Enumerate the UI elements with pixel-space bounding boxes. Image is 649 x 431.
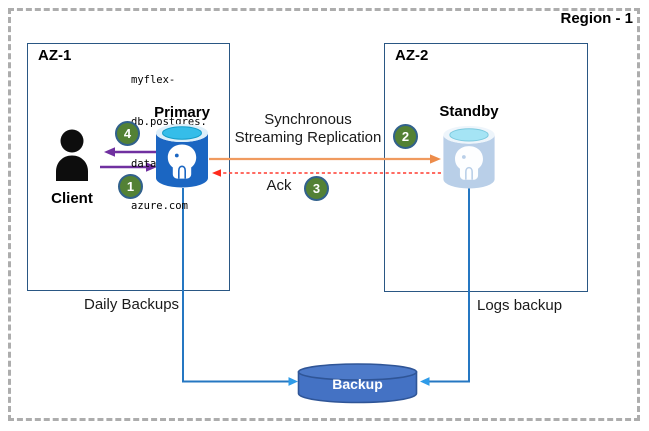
client-icon bbox=[56, 129, 88, 181]
ack-label: Ack bbox=[266, 177, 292, 194]
backup-label: Backup bbox=[332, 376, 383, 392]
logs-backup-label: Logs backup bbox=[477, 297, 563, 314]
client-label: Client bbox=[51, 190, 93, 207]
az2-label: AZ-2 bbox=[395, 47, 429, 64]
step-badge-4: 4 bbox=[115, 121, 140, 146]
step-badge-2: 2 bbox=[393, 124, 418, 149]
replication-label-line2: Streaming Replication bbox=[234, 129, 382, 146]
az1-label: AZ-1 bbox=[38, 47, 72, 64]
az1-box bbox=[27, 43, 230, 291]
region-label: Region - 1 bbox=[560, 10, 633, 27]
step-badge-3: 3 bbox=[304, 176, 329, 201]
backup-cylinder-icon bbox=[297, 363, 418, 404]
postgres-standby-icon bbox=[443, 126, 495, 189]
postgres-primary-icon bbox=[156, 124, 208, 188]
replication-label-line1: Synchronous bbox=[264, 111, 352, 128]
region-boundary bbox=[8, 8, 640, 421]
primary-label: Primary bbox=[154, 104, 210, 121]
replication-label: Synchronous Streaming Replication bbox=[228, 111, 388, 147]
hostname-line: azure.com bbox=[131, 200, 188, 212]
hostname-line: myflex- bbox=[131, 74, 176, 86]
az2-box bbox=[384, 43, 588, 292]
standby-label: Standby bbox=[439, 103, 499, 120]
daily-backups-label: Daily Backups bbox=[84, 296, 180, 313]
step-badge-1: 1 bbox=[118, 174, 143, 199]
